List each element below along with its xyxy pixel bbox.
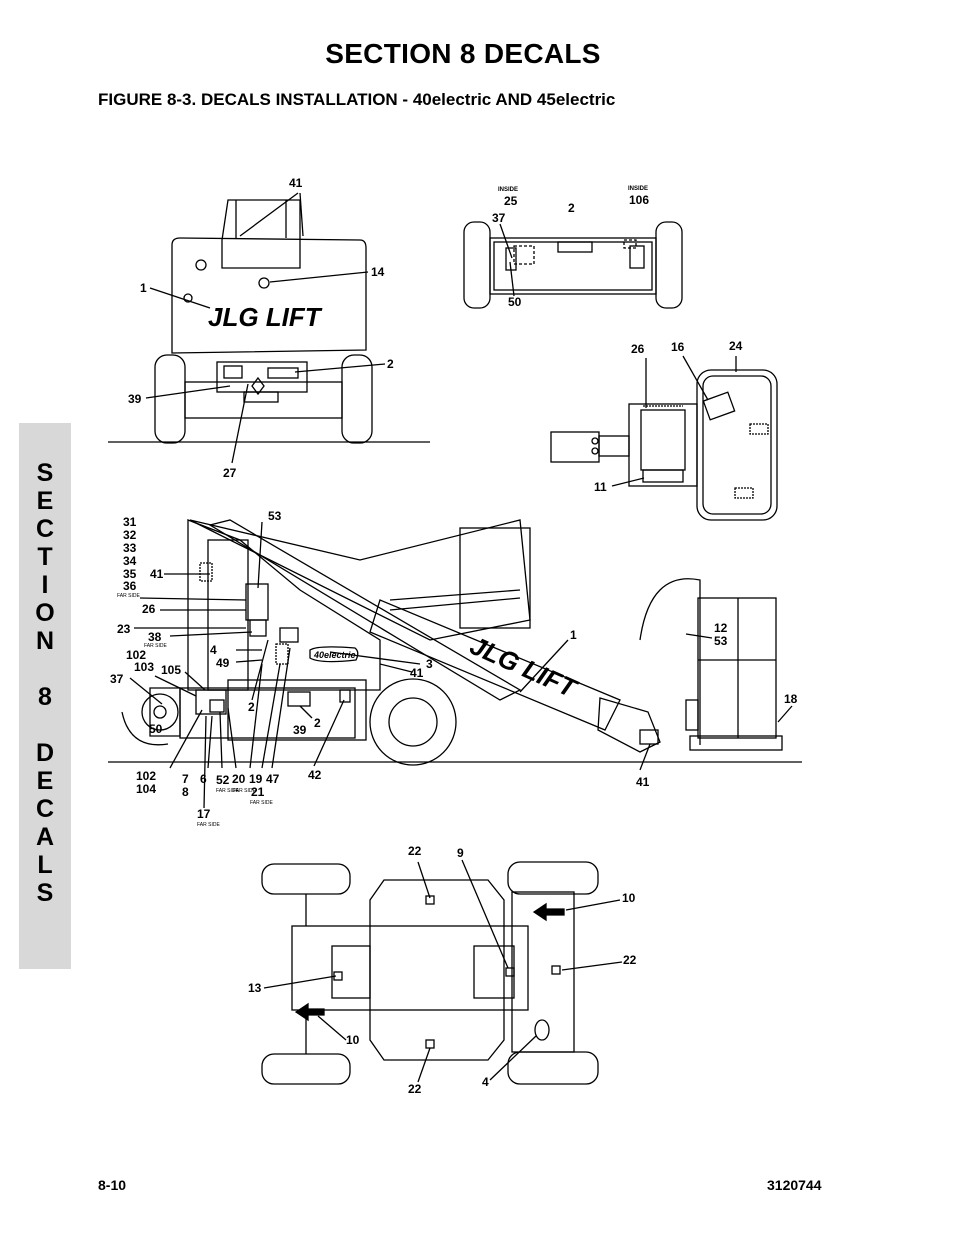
callout-102: 102 (126, 648, 146, 662)
callout-3: 3 (426, 657, 433, 671)
callout-106: 106 (629, 193, 649, 207)
callout-18: 18 (784, 692, 798, 706)
side-tab-letter: A (35, 823, 55, 851)
callout-41: 41 (410, 666, 424, 680)
side-tab-letter: S (36, 879, 54, 907)
callout-8: 8 (182, 785, 189, 799)
callout-35: 35 (123, 567, 137, 581)
callout-10: 10 (622, 891, 636, 905)
callout-6: 6 (200, 772, 207, 786)
callout-47: 47 (266, 772, 280, 786)
platform-top-view-drawing (463, 221, 683, 309)
section-title: SECTION 8 DECALS (325, 38, 601, 69)
side-tab-letter: T (37, 543, 53, 571)
figure-title: FIGURE 8-3. DECALS INSTALLATION - 40elec… (98, 90, 616, 109)
platform-control-view-drawing (550, 355, 778, 521)
callout-37: 37 (492, 211, 506, 225)
side-tab-letter: N (35, 627, 55, 655)
callout-26: 26 (142, 602, 156, 616)
side-tab-letter: S (36, 459, 54, 487)
callout-11: 11 (594, 480, 607, 494)
callout-22: 22 (408, 844, 422, 858)
side-tab-letter: C (35, 795, 55, 823)
page-number: 8-10 (98, 1177, 127, 1193)
callout-14: 14 (371, 265, 385, 279)
callout-12: 12 (714, 621, 728, 635)
callout-49: 49 (216, 656, 230, 670)
callout-38: 38 (148, 630, 162, 644)
callout-50: 50 (508, 295, 522, 309)
side-tab-letter: I (41, 571, 49, 599)
section-side-tab: S E C T I O N 8 D E C A L S (19, 423, 71, 969)
callout-33: 33 (123, 541, 137, 555)
callout-24: 24 (729, 339, 743, 353)
far-side-note: FAR SIDE (216, 788, 239, 794)
far-side-note: FAR SIDE (117, 593, 140, 599)
far-side-note: FAR SIDE (144, 643, 167, 649)
callout-21: 21 (251, 785, 265, 799)
callout-20: 20 (232, 772, 246, 786)
callout-36: 36 (123, 579, 137, 593)
callout-9: 9 (457, 846, 464, 860)
callout-17: 17 (197, 807, 211, 821)
callout-105: 105 (161, 663, 181, 677)
side-tab-letter: D (35, 739, 55, 767)
callout-1: 1 (140, 281, 147, 295)
callout-27: 27 (223, 466, 237, 480)
callout-22: 22 (408, 1082, 422, 1096)
callout-50: 50 (149, 722, 163, 736)
callout-34: 34 (123, 554, 137, 568)
far-side-note: FAR SIDE (233, 788, 256, 794)
callout-31: 31 (123, 515, 137, 529)
callout-39: 39 (293, 723, 307, 737)
callout-23: 23 (117, 622, 131, 636)
side-tab-letter: C (35, 515, 55, 543)
jlg-lift-logo-boom: JLG LIFT (466, 630, 583, 704)
callout-2: 2 (387, 357, 394, 371)
callout-26: 26 (631, 342, 645, 356)
callout-2: 2 (248, 700, 255, 714)
callout-37: 37 (110, 672, 124, 686)
side-tab-letter: E (36, 487, 54, 515)
jlg-lift-logo-rear: JLG LIFT (208, 302, 323, 332)
callout-104: 104 (136, 782, 156, 796)
side-tab-letter: E (36, 767, 54, 795)
side-view-drawing (108, 519, 802, 809)
bottom-view-drawing (261, 859, 623, 1085)
document-number: 3120744 (767, 1177, 822, 1193)
callout-2: 2 (568, 201, 575, 215)
callout-52: 52 (216, 773, 230, 787)
callout-53: 53 (714, 634, 728, 648)
callout-41: 41 (150, 567, 164, 581)
callout-16: 16 (671, 340, 685, 354)
callout-2: 2 (314, 716, 321, 730)
callout-41: 41 (636, 775, 650, 789)
callout-4: 4 (482, 1075, 489, 1089)
side-tab-letter: O (35, 599, 55, 627)
inside-note: INSIDE (628, 186, 648, 192)
far-side-note: FAR SIDE (197, 822, 220, 828)
callout-103: 103 (134, 660, 154, 674)
callout-22: 22 (623, 953, 637, 967)
callout-39: 39 (128, 392, 142, 406)
callout-10: 10 (346, 1033, 360, 1047)
callout-41: 41 (289, 176, 303, 190)
callout-13: 13 (248, 981, 262, 995)
far-side-note: FAR SIDE (250, 800, 273, 806)
callout-1: 1 (570, 628, 577, 642)
callout-53: 53 (268, 509, 282, 523)
callout-4: 4 (210, 643, 217, 657)
callout-42: 42 (308, 768, 322, 782)
callout-25: 25 (504, 194, 518, 208)
model-badge: 40electric (313, 650, 356, 660)
inside-note: INSIDE (498, 187, 518, 193)
callout-32: 32 (123, 528, 137, 542)
rear-view-drawing (108, 192, 430, 464)
callout-7: 7 (182, 772, 189, 786)
callout-19: 19 (249, 772, 263, 786)
callout-102: 102 (136, 769, 156, 783)
side-tab-letter: L (37, 851, 53, 879)
side-tab-letter: 8 (38, 683, 52, 711)
